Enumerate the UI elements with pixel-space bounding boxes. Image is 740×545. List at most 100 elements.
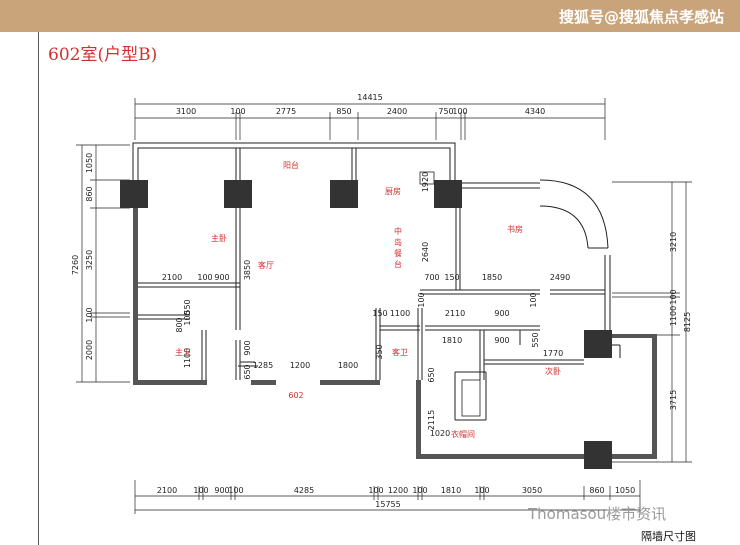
kitchen-fixture xyxy=(419,171,435,185)
column xyxy=(120,180,148,208)
dim-top-7: 100 xyxy=(452,107,467,116)
room-balcony-label: 阳台 xyxy=(283,160,299,170)
dim-bottom-3: 900 xyxy=(214,486,229,495)
dim-int: 100 xyxy=(183,310,192,325)
dim-left-2: 860 xyxy=(85,186,94,201)
top-dimensions xyxy=(134,98,606,140)
dim-top-2: 100 xyxy=(230,107,245,116)
page-border xyxy=(38,32,39,545)
room-island-label-2: 岛 xyxy=(394,237,402,247)
room-guest-bath-label: 客卫 xyxy=(392,347,408,357)
dim-int: 900 xyxy=(494,309,509,318)
dim-bottom-4: 100 xyxy=(228,486,243,495)
dim-bottom-9: 1810 xyxy=(441,486,461,495)
dim-int: 2490 xyxy=(550,273,570,282)
dim-left-1: 1050 xyxy=(85,153,94,173)
column xyxy=(330,180,358,208)
dim-bottom-11: 3050 xyxy=(522,486,542,495)
dim-bottom-1: 2100 xyxy=(157,486,177,495)
room-island-label-4: 台 xyxy=(394,259,402,269)
plan-caption: 隔墙尺寸图 xyxy=(641,530,696,543)
dim-int: 350 xyxy=(375,344,384,359)
room-island-label-1: 中 xyxy=(394,226,402,236)
dim-int: 900 xyxy=(214,273,229,282)
dim-bottom-13: 1050 xyxy=(615,486,635,495)
dim-int: 900 xyxy=(243,340,252,355)
closet-fixture xyxy=(461,379,481,417)
dim-int: 650 xyxy=(427,367,436,382)
header-banner: 搜狐号@搜狐焦点孝感站 xyxy=(0,0,740,32)
dim-int: 650 xyxy=(243,364,252,379)
dim-int: 2640 xyxy=(421,242,430,262)
dim-int: 1810 xyxy=(442,336,462,345)
dim-bottom-8: 100 xyxy=(412,486,427,495)
room-second-bedroom-label: 次卧 xyxy=(545,366,561,376)
dim-top-5: 2400 xyxy=(387,107,407,116)
header-watermark: 搜狐号@搜狐焦点孝感站 xyxy=(558,8,724,26)
dim-bottom-total: 15755 xyxy=(375,500,400,509)
column xyxy=(584,330,612,358)
dim-int: 900 xyxy=(494,336,509,345)
dim-right-1: 3210 xyxy=(669,232,678,252)
room-living-room-label: 客厅 xyxy=(258,260,274,270)
dim-right-2: 100 xyxy=(669,289,678,304)
exterior-walls xyxy=(132,142,456,208)
dim-top-1: 3100 xyxy=(176,107,196,116)
dim-int: 1020 xyxy=(430,429,450,438)
dim-left-total: 7260 xyxy=(71,255,80,275)
thick-walls xyxy=(133,208,657,459)
structural-columns xyxy=(120,180,612,469)
dim-bottom-12: 860 xyxy=(589,486,604,495)
dim-int: 550 xyxy=(183,299,192,314)
right-dimensions xyxy=(612,181,692,463)
dim-int: 700 xyxy=(424,273,439,282)
dim-bottom-5: 4285 xyxy=(294,486,314,495)
room-kitchen-label: 厨房 xyxy=(385,186,401,196)
dim-left-4: 100 xyxy=(85,307,94,322)
dim-int: 1770 xyxy=(543,349,563,358)
column xyxy=(224,180,252,208)
dim-top-6: 750 xyxy=(438,107,453,116)
room-island-label-3: 餐 xyxy=(394,249,402,258)
dim-int: 1100 xyxy=(390,309,410,318)
unit-number-label: 602 xyxy=(288,391,303,400)
dim-int: 150 xyxy=(444,273,459,282)
dim-int: 1850 xyxy=(482,273,502,282)
dim-int: 1800 xyxy=(338,361,358,370)
dim-top-total: 14415 xyxy=(357,93,382,102)
dim-int: 1920 xyxy=(421,172,430,192)
source-watermark: Thomasou楼市资讯 xyxy=(528,505,667,523)
dim-int: 1100 xyxy=(183,348,192,368)
dim-top-4: 850 xyxy=(336,107,351,116)
room-master-bath-label: 主卫 xyxy=(175,347,191,357)
dim-right-3: 1100 xyxy=(669,306,678,326)
dim-int: 2110 xyxy=(445,309,465,318)
dim-int: 2115 xyxy=(427,410,436,430)
dim-top-3: 2775 xyxy=(276,107,296,116)
dim-right-total: 8125 xyxy=(683,312,692,332)
bottom-dimensions xyxy=(134,480,641,514)
dim-int: 100 xyxy=(417,292,426,307)
dim-int: 800 xyxy=(175,317,184,332)
dim-int: 100 xyxy=(197,273,212,282)
dim-left-5: 2000 xyxy=(85,340,94,360)
interior-partitions xyxy=(138,148,621,421)
dim-int: 3850 xyxy=(243,260,252,280)
dim-int: 550 xyxy=(531,332,540,347)
column xyxy=(434,180,462,208)
dim-int: 2100 xyxy=(162,273,182,282)
plan-title: 602室(户型B) xyxy=(48,45,158,65)
dim-int: 1285 xyxy=(253,361,273,370)
room-closet-label: 衣帽间 xyxy=(451,429,475,439)
dim-left-3: 3250 xyxy=(85,250,94,270)
dim-top-8: 4340 xyxy=(525,107,545,116)
dim-bottom-7: 1200 xyxy=(388,486,408,495)
dim-int: 1200 xyxy=(290,361,310,370)
dim-bottom-2: 100 xyxy=(193,486,208,495)
dim-bottom-10: 100 xyxy=(474,486,489,495)
study-walls xyxy=(455,179,611,332)
room-study-label: 书房 xyxy=(507,224,523,234)
room-master-bedroom-label: 主卧 xyxy=(211,233,227,243)
dim-bottom-6: 100 xyxy=(368,486,383,495)
